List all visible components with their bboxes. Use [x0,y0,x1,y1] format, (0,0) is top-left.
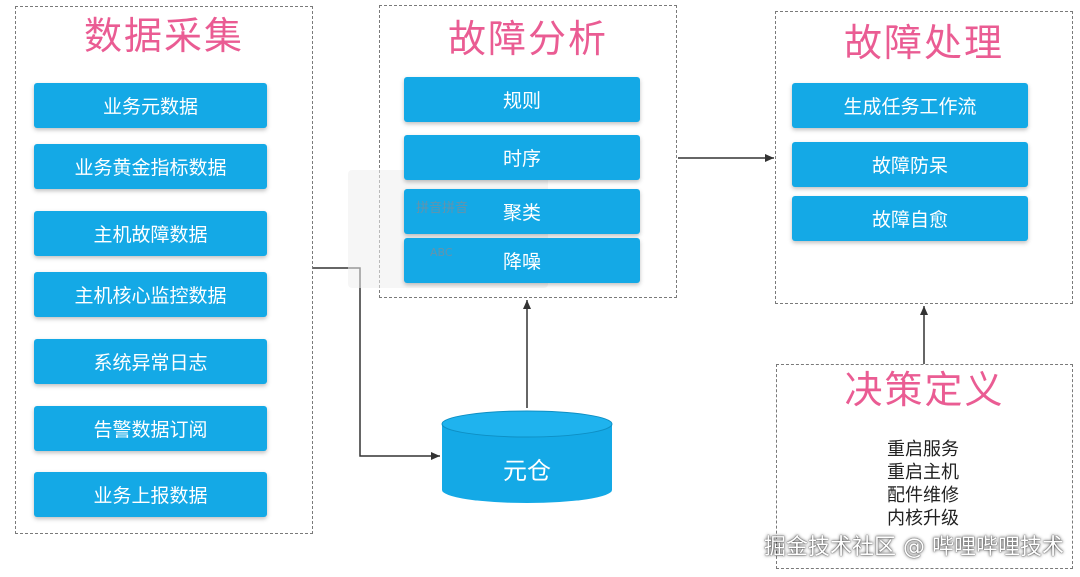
handling-item-task-workflow: 生成任务工作流 [792,83,1028,128]
data-collection-title: 数据采集 [83,14,244,58]
strategy-kernel-upgrade: 内核升级 [887,508,959,529]
decision-definition-panel: 决策定义 [776,364,1073,569]
ime-ghost-text-pinyin: 拼音拼音 [416,201,469,216]
strategy-restart-service: 重启服务 [887,439,959,460]
analysis-item-rules: 规则 [404,77,640,122]
analysis-item-noise-reduction: 降噪 [404,238,640,283]
watermark-text: 掘金技术社区 @ 哔哩哔哩技术 [764,535,1064,560]
collection-item-alert-subscription: 告警数据订阅 [34,406,267,451]
collection-item-system-error-logs: 系统异常日志 [34,339,267,384]
warehouse-cylinder [441,410,613,503]
collection-item-host-monitoring-data: 主机核心监控数据 [34,272,267,317]
analysis-item-time-series: 时序 [404,135,640,180]
decision-strategy-list: 重启服务 重启主机 配件维修 内核升级 [858,438,988,530]
collection-to-warehouse-arrow [313,267,440,460]
collection-item-business-reported-data: 业务上报数据 [34,472,267,517]
analysis-item-clustering: 聚类 [404,189,640,234]
strategy-restart-host: 重启主机 [887,462,959,483]
fault-analysis-title: 故障分析 [447,17,608,61]
collection-item-business-metadata: 业务元数据 [34,83,267,128]
ime-ghost-text-abc: ABC [430,246,453,259]
handling-item-self-healing: 故障自愈 [792,196,1028,241]
decision-definition-title: 决策定义 [844,368,1005,412]
strategy-parts-repair: 配件维修 [887,485,959,506]
collection-item-golden-metrics: 业务黄金指标数据 [34,144,267,189]
collection-item-host-fault-data: 主机故障数据 [34,211,267,256]
handling-item-fault-proofing: 故障防呆 [792,142,1028,187]
fault-handling-title: 故障处理 [843,21,1004,65]
warehouse-label: 元仓 [503,456,551,485]
